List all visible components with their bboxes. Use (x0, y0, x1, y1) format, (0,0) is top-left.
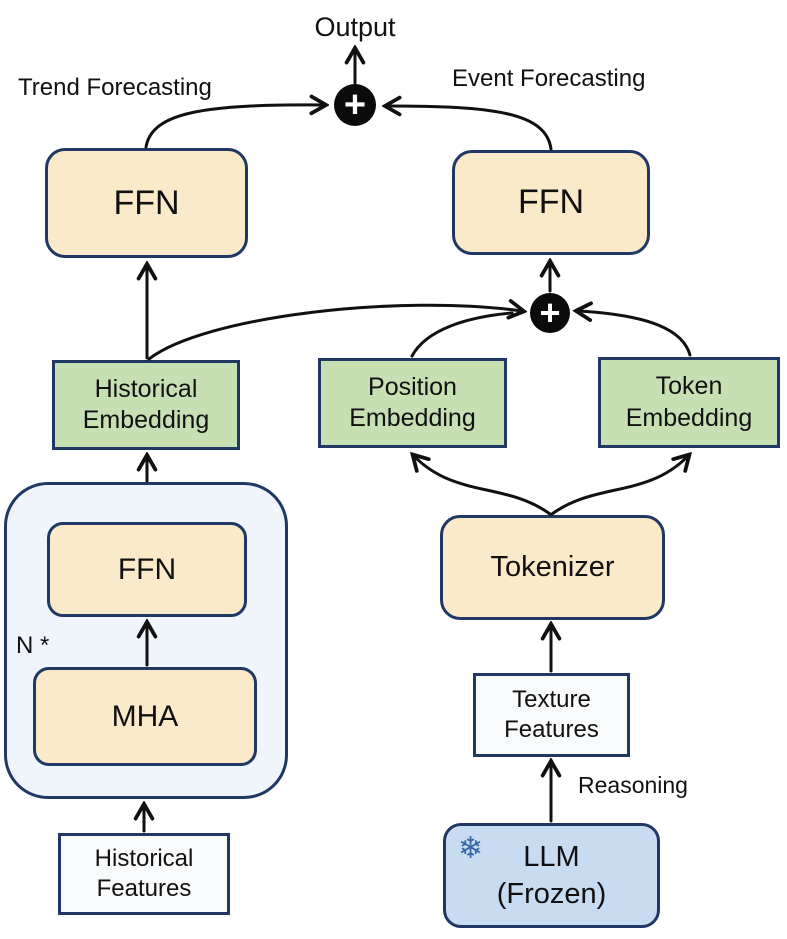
ffn-event-box: FFN (452, 150, 650, 255)
historical-embedding-box: Historical Embedding (52, 360, 240, 450)
add-node-embedding-icon: + (530, 292, 570, 333)
reasoning-label: Reasoning (578, 772, 688, 798)
snowflake-icon: ❄ (458, 832, 484, 865)
token-embedding-box: Token Embedding (598, 357, 780, 448)
arrow-histemb-to-sum2 (147, 305, 522, 361)
arrow-tokenizer-to-posemb (414, 456, 552, 516)
arrow-tokenemb-to-sum2 (578, 311, 692, 357)
ffn-trend-box: FFN (45, 148, 248, 258)
llm-frozen-box: ❄ LLM (Frozen) (443, 823, 660, 928)
historical-features-line1: Historical (94, 845, 194, 872)
encoder-ffn-label: FFN (117, 552, 177, 586)
arrow-ffn-trend-to-sum (144, 105, 324, 149)
add-node-output-icon: + (334, 84, 376, 126)
texture-features-box: Texture Features (473, 673, 630, 757)
encoder-ffn-box: FFN (47, 522, 247, 617)
arrow-ffn-event-to-sum (387, 106, 553, 151)
arrow-posemb-to-sum2 (410, 311, 514, 358)
historical-features-line2: Features (96, 875, 192, 902)
event-forecasting-label: Event Forecasting (452, 65, 646, 92)
texture-features-line1: Texture (512, 686, 591, 713)
historical-features-box: Historical Features (58, 833, 230, 915)
encoder-mha-label: MHA (111, 699, 179, 733)
texture-features-line2: Features (504, 716, 599, 743)
ffn-event-label: FFN (517, 183, 585, 222)
output-label: Output (314, 12, 396, 42)
token-embedding-line2: Embedding (625, 403, 753, 432)
tokenizer-label: Tokenizer (490, 551, 615, 584)
encoder-mha-box: MHA (33, 667, 257, 766)
llm-line1: LLM (523, 841, 580, 874)
position-embedding-box: Position Embedding (318, 358, 507, 448)
tokenizer-box: Tokenizer (440, 515, 665, 620)
ffn-trend-label: FFN (113, 183, 180, 222)
token-embedding-line1: Token (655, 372, 723, 401)
position-embedding-line1: Position (368, 372, 457, 401)
repeat-count-label: N * (16, 632, 50, 659)
position-embedding-line2: Embedding (349, 404, 476, 432)
historical-embedding-line1: Historical (94, 374, 198, 403)
historical-embedding-line2: Embedding (82, 406, 210, 434)
arrow-tokenizer-to-tokenemb (550, 456, 688, 516)
trend-forecasting-label: Trend Forecasting (18, 74, 212, 101)
llm-line2: (Frozen) (496, 877, 607, 910)
